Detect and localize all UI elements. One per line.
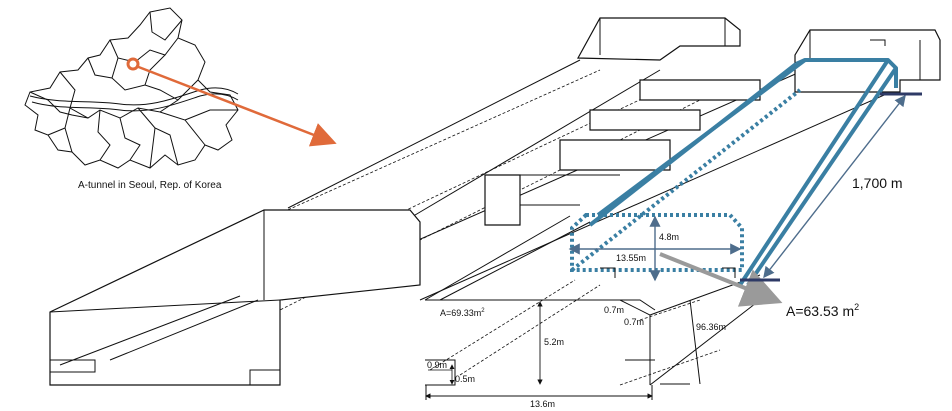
seoul-map [24,7,337,169]
curb-width-label: 0.5m [455,374,475,384]
location-arrow [135,64,337,147]
location-marker-icon [126,57,140,71]
area-old-label: A=69.33m2 [440,308,485,318]
width-old-label: 13.6m [530,399,555,409]
width-new-label: 13.55m [616,253,646,263]
chamfer-a-label: 0.7m [604,305,624,315]
height-old-label: 5.2m [544,337,564,347]
chamfer-b-label: 0.7m [624,317,644,327]
height-new-label: 4.8m [659,232,679,242]
area-main-label: A=63.53 m2 [786,302,859,319]
tunnel-perspective [49,17,941,386]
curb-height-label: 0.9m [427,360,447,370]
area-arrow [659,252,783,307]
length-dimension [763,94,906,279]
length-label: 1,700 m [852,175,903,191]
map-caption: A-tunnel in Seoul, Rep. of Korea [78,180,222,191]
perimeter-label: 96.36m [696,322,726,332]
